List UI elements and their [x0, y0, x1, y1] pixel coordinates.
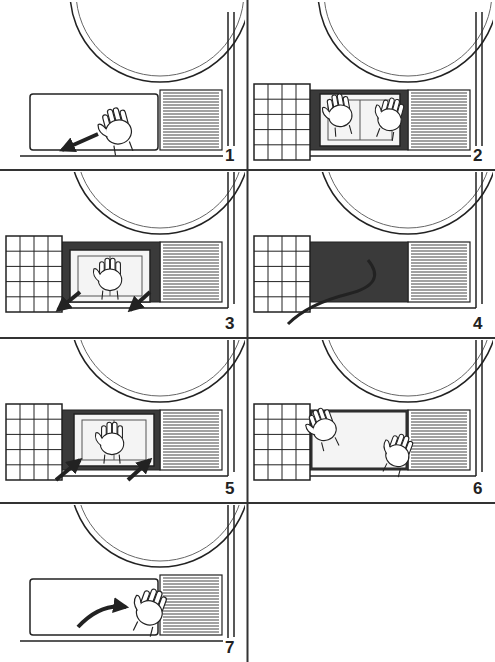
condenser-unit	[70, 250, 150, 302]
cabinet-outline	[20, 505, 234, 641]
door-outline	[318, 172, 493, 234]
dryer-panel	[254, 172, 493, 324]
dryer-panel	[254, 340, 493, 480]
door-outline	[70, 505, 245, 567]
dryer-panel	[20, 2, 245, 158]
hand	[125, 584, 170, 638]
hand	[95, 105, 137, 158]
direction-arrow	[58, 292, 80, 310]
hand	[95, 422, 123, 463]
condenser-bay	[310, 90, 408, 150]
dryer-panel	[6, 340, 245, 480]
condenser-bay	[310, 242, 408, 302]
vent-grille	[408, 410, 470, 470]
closed-flap	[30, 94, 158, 150]
hand	[302, 405, 343, 454]
step-number: 3	[223, 314, 236, 333]
dryer-panel	[20, 505, 245, 641]
open-flap	[254, 404, 310, 480]
door-outline	[70, 172, 245, 234]
dryer-panel	[6, 172, 245, 312]
water-hose	[288, 260, 375, 324]
step-number: 2	[471, 146, 484, 165]
door-outline	[70, 340, 245, 402]
step-number: 6	[471, 479, 484, 498]
vent-grille	[408, 90, 470, 150]
open-flap	[254, 84, 310, 160]
step-number: 4	[471, 314, 484, 333]
open-flap	[6, 404, 62, 480]
hand	[368, 95, 406, 142]
condenser-unit	[74, 414, 154, 466]
closed-flap	[30, 579, 158, 635]
cabinet-outline	[20, 12, 234, 156]
door-outline	[70, 2, 245, 82]
direction-arrow	[62, 134, 98, 150]
hand	[320, 92, 355, 138]
hand	[375, 430, 416, 479]
direction-arrow	[130, 292, 150, 310]
step-number: 5	[223, 479, 236, 498]
step-number: 7	[223, 638, 236, 657]
open-flap	[6, 236, 62, 312]
hand	[93, 258, 121, 299]
vent-grille	[160, 90, 222, 150]
open-flap	[254, 236, 310, 312]
door-outline	[318, 340, 493, 402]
vent-grille	[160, 242, 222, 302]
step-number: 1	[223, 146, 236, 165]
door-outline	[318, 2, 493, 82]
vent-grille	[160, 575, 222, 635]
dryer-panel	[254, 2, 493, 160]
direction-arrow	[128, 460, 150, 480]
vent-grille	[408, 242, 470, 302]
direction-arrow	[78, 606, 126, 627]
vent-grille	[160, 410, 222, 470]
direction-arrow	[56, 460, 80, 480]
